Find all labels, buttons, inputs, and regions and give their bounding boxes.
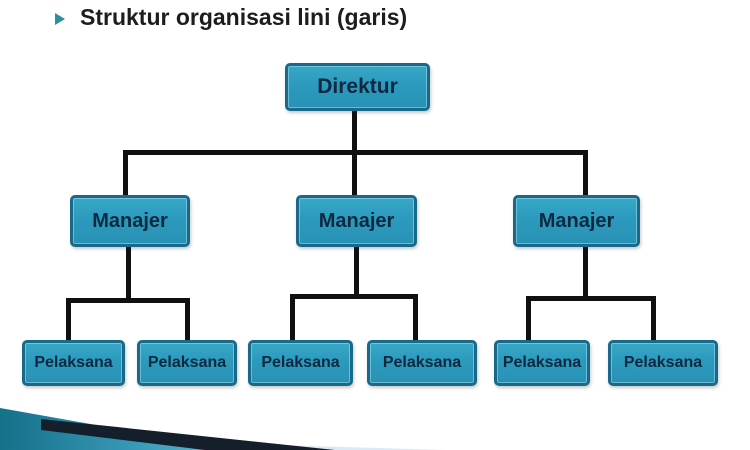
slide-title-row: Struktur organisasi lini (garis) — [0, 0, 750, 44]
org-box-manajer-3: Manajer — [513, 195, 640, 247]
org-box-pelaksana-4: Pelaksana — [367, 340, 477, 386]
connector-drop-pelaksana-4 — [413, 294, 418, 341]
connector-drop-manajer-2 — [352, 150, 357, 196]
connector-drop-manajer-3 — [583, 150, 588, 196]
org-box-manajer-2: Manajer — [296, 195, 417, 247]
org-box-pelaksana-6: Pelaksana — [608, 340, 718, 386]
org-box-manajer-1: Manajer — [70, 195, 190, 247]
connector-group3-horizontal — [526, 296, 656, 301]
connector-drop-pelaksana-1 — [66, 298, 71, 341]
slide-title: Struktur organisasi lini (garis) — [80, 4, 408, 30]
connector-group1-horizontal — [66, 298, 190, 303]
bullet-triangle-icon — [55, 13, 65, 25]
swoosh-stripe-shape — [41, 419, 335, 450]
org-box-pelaksana-2: Pelaksana — [137, 340, 237, 386]
connector-drop-pelaksana-3 — [290, 294, 295, 341]
connector-manajer1-vertical — [126, 246, 131, 302]
swoosh-decoration — [0, 408, 445, 450]
org-box-direktur: Direktur — [285, 63, 430, 111]
connector-manajer2-vertical — [354, 246, 359, 298]
org-box-pelaksana-1: Pelaksana — [22, 340, 125, 386]
connector-group2-horizontal — [290, 294, 418, 299]
connector-manajer3-vertical — [583, 246, 588, 300]
org-box-pelaksana-5: Pelaksana — [494, 340, 590, 386]
connector-drop-manajer-1 — [123, 150, 128, 196]
connector-root-vertical — [352, 109, 357, 153]
org-box-pelaksana-3: Pelaksana — [248, 340, 353, 386]
connector-drop-pelaksana-5 — [526, 296, 531, 341]
connector-drop-pelaksana-2 — [185, 298, 190, 341]
connector-drop-pelaksana-6 — [651, 296, 656, 341]
